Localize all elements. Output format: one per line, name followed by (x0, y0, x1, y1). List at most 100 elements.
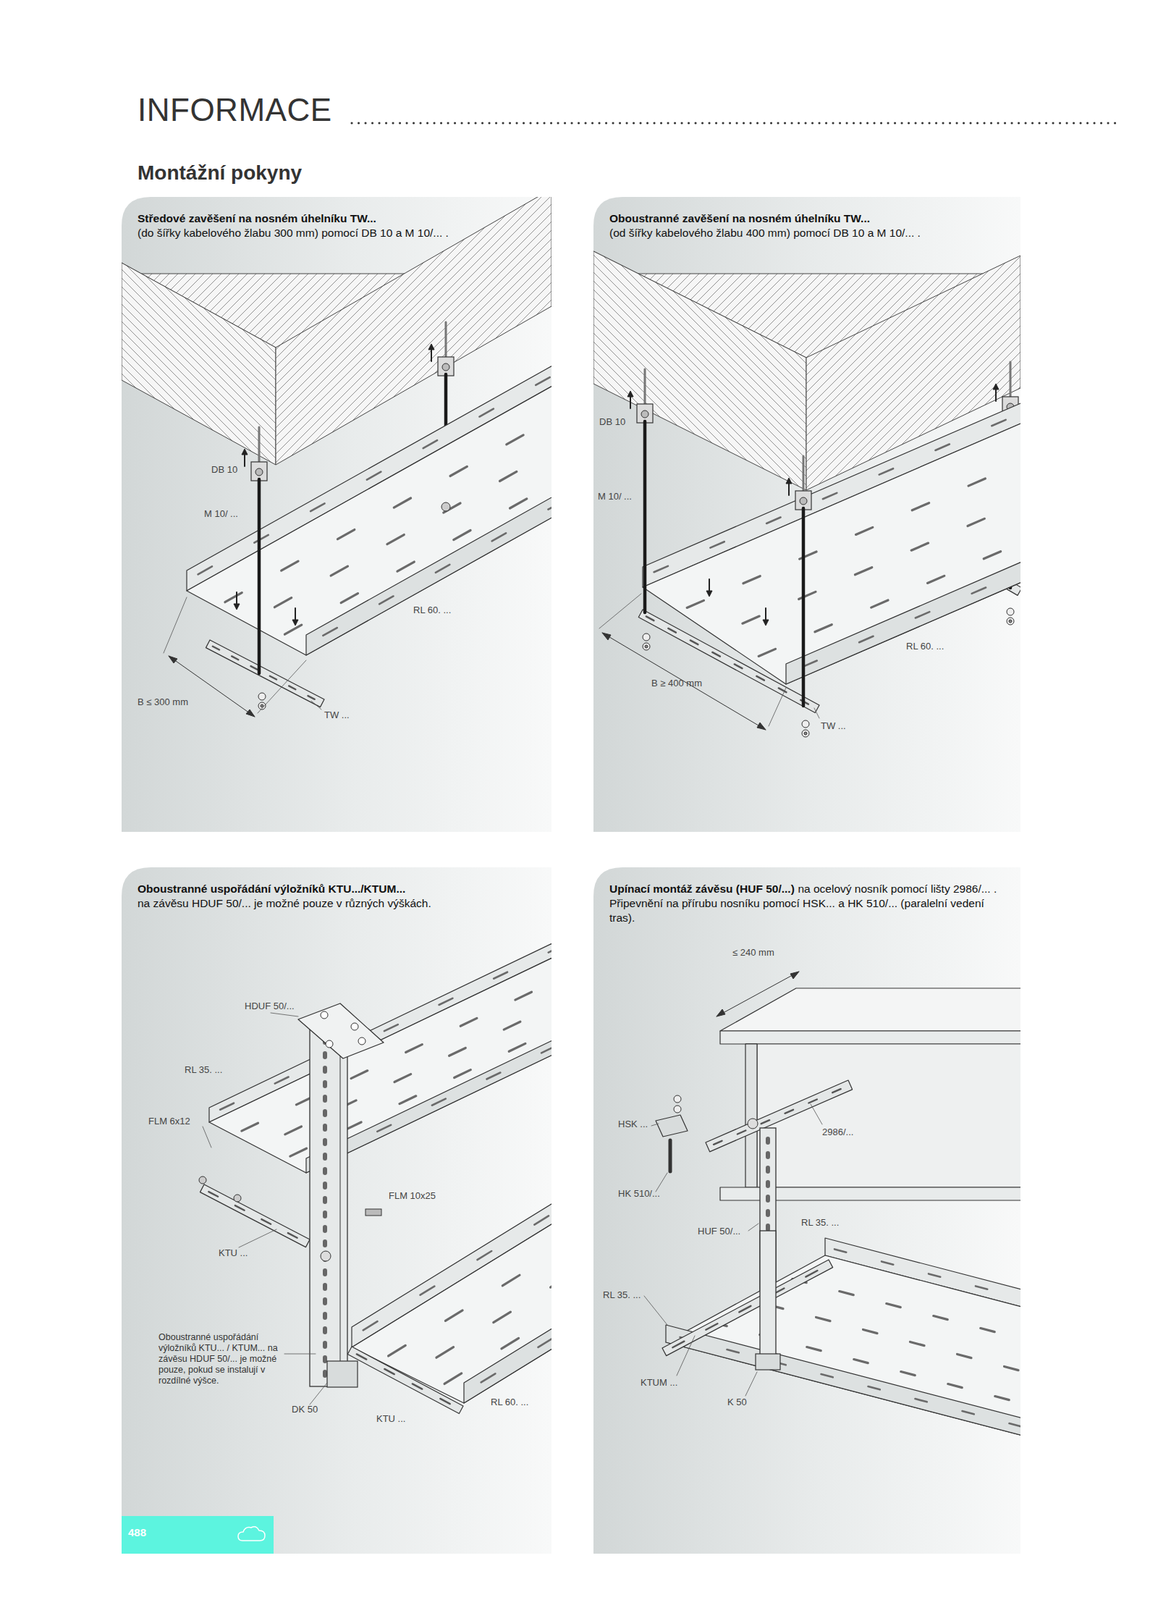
tray-slot (881, 1260, 894, 1264)
tray-slot (384, 1024, 399, 1031)
arrow-head (292, 619, 299, 626)
nut-symbol (1008, 619, 1012, 623)
extension-line (599, 593, 642, 629)
part-label: RL 60. ... (906, 640, 944, 653)
tray-slot (394, 1074, 412, 1083)
leader-line (284, 1353, 316, 1355)
tray-slot (859, 636, 873, 642)
slot (384, 1368, 394, 1374)
tray-slot (962, 1410, 975, 1414)
slot (231, 655, 239, 660)
profile-slot (322, 1065, 328, 1074)
tray-slot (363, 1320, 378, 1330)
threaded-rod (643, 421, 648, 613)
tray-slot (766, 517, 781, 524)
profile-slot (322, 1340, 328, 1349)
tray-slot (281, 560, 299, 571)
tray-slot (535, 377, 550, 386)
dimension-arrow (757, 722, 766, 730)
clamp-part (655, 1114, 688, 1137)
tray-slot (254, 534, 268, 543)
leader-line (676, 1335, 695, 1376)
dimension-arrow (716, 1008, 726, 1017)
profile-slot (765, 1208, 771, 1217)
panel-caption: Upínací montáž závěsu (HUF 50/...)na oce… (609, 881, 1005, 925)
tray-slot (816, 1317, 831, 1321)
tray-slot (971, 586, 986, 593)
tray-slot (1009, 1422, 1022, 1426)
slot (808, 1098, 817, 1103)
arrow-head (233, 603, 240, 610)
panel-caption: Oboustranné zavěšení na nosném úhelníku … (609, 211, 1005, 241)
tray-slot (506, 434, 524, 445)
profile-edge (340, 1027, 341, 1386)
profile-slot (322, 1282, 328, 1291)
tray-slot (423, 440, 438, 449)
tray-slot (432, 1098, 446, 1106)
panel-illustration (644, 971, 1021, 1441)
panel-caption: Oboustranné uspořádání výložníků KTU.../… (137, 881, 536, 911)
slot (288, 685, 296, 690)
slot (756, 675, 765, 681)
slot (412, 1383, 422, 1389)
tray-slot (285, 1126, 302, 1135)
screw-symbol (365, 1208, 382, 1216)
slot (269, 675, 277, 680)
screw-symbol (320, 1250, 331, 1261)
anchor-bolt (445, 322, 448, 357)
arrow-head (241, 448, 248, 455)
tray-floor (209, 867, 552, 1173)
tray-slot (493, 1311, 511, 1323)
end-cap (755, 1353, 781, 1370)
tray-slot (927, 575, 945, 583)
tray-slot (935, 444, 949, 451)
tray-wall (463, 1136, 552, 1403)
slot (668, 628, 676, 633)
part-label: KTUM ... (640, 1376, 678, 1389)
extension-line (768, 687, 786, 726)
part-label: HK 510/... (618, 1187, 661, 1200)
dimension-line (602, 632, 766, 730)
dimension-line (716, 971, 800, 1017)
tray-slot (911, 542, 928, 551)
tray-slot (928, 1273, 941, 1276)
part-label: RL 60. ... (413, 604, 451, 616)
slot (672, 1341, 684, 1348)
profile-slot (765, 1165, 771, 1174)
slot (805, 1270, 818, 1277)
tray-slot (274, 597, 291, 608)
tray-slot (1004, 1366, 1020, 1371)
tray-slot (515, 991, 532, 1000)
tray-slot (871, 599, 889, 608)
leader-line (745, 1371, 758, 1396)
nut-symbol (642, 642, 650, 650)
nut-symbol (799, 497, 807, 505)
slot (250, 665, 257, 670)
page-title: INFORMACE (137, 94, 333, 126)
ceiling-face (121, 262, 276, 465)
tray-slot (980, 1328, 996, 1332)
leader-line (202, 1126, 212, 1148)
tray-slot (686, 599, 704, 608)
tray-slot (822, 492, 837, 499)
tray-floor (665, 1254, 1021, 1441)
cantilever-arm (347, 1346, 464, 1414)
hanger-plate (298, 1003, 384, 1059)
dimension-arrow (602, 632, 611, 640)
profile-slot (765, 1179, 771, 1188)
slot (785, 1109, 794, 1114)
tray-slot (957, 1354, 972, 1358)
tray-slot (322, 627, 337, 636)
tray-slot (901, 1371, 916, 1376)
tray-slot (460, 1017, 477, 1026)
extension-line (163, 597, 187, 653)
tray-slot (854, 1359, 869, 1363)
tray-slot (420, 1286, 435, 1295)
slot (212, 646, 220, 650)
note-text: Oboustranné uspořádání výložníků KTU... … (158, 1331, 283, 1386)
profile-slot (322, 1079, 328, 1088)
panel-illustration (199, 867, 552, 1414)
tray-wall (665, 1324, 1021, 1441)
tray-slot (340, 593, 358, 603)
